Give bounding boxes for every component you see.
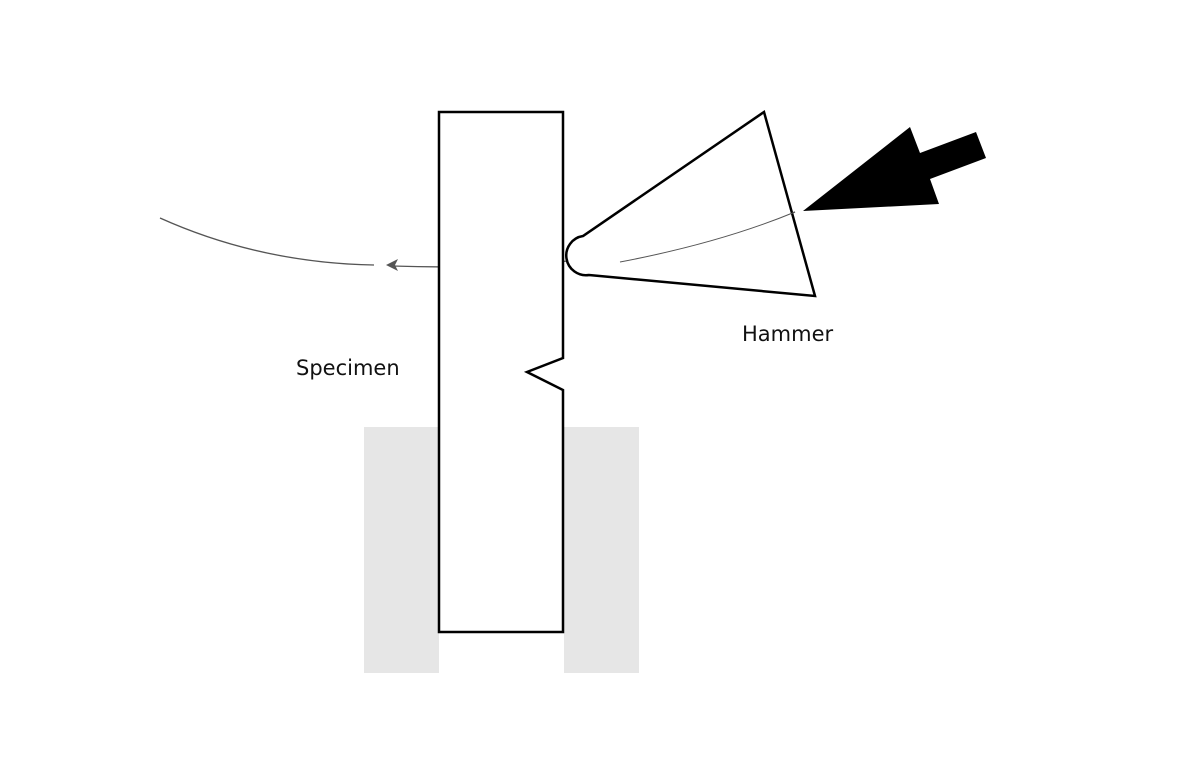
right-support xyxy=(564,427,639,673)
specimen-label: Specimen xyxy=(296,356,400,380)
hammer-label: Hammer xyxy=(742,322,833,346)
left-support xyxy=(364,427,439,673)
hammer-striker xyxy=(565,109,817,298)
impact-direction-arrow-icon xyxy=(803,127,986,211)
specimen-bar xyxy=(437,110,565,634)
trajectory-arrowhead-icon xyxy=(386,259,398,271)
hammer-trajectory-inside xyxy=(619,211,796,263)
hammer-swing-trajectory xyxy=(159,217,375,266)
